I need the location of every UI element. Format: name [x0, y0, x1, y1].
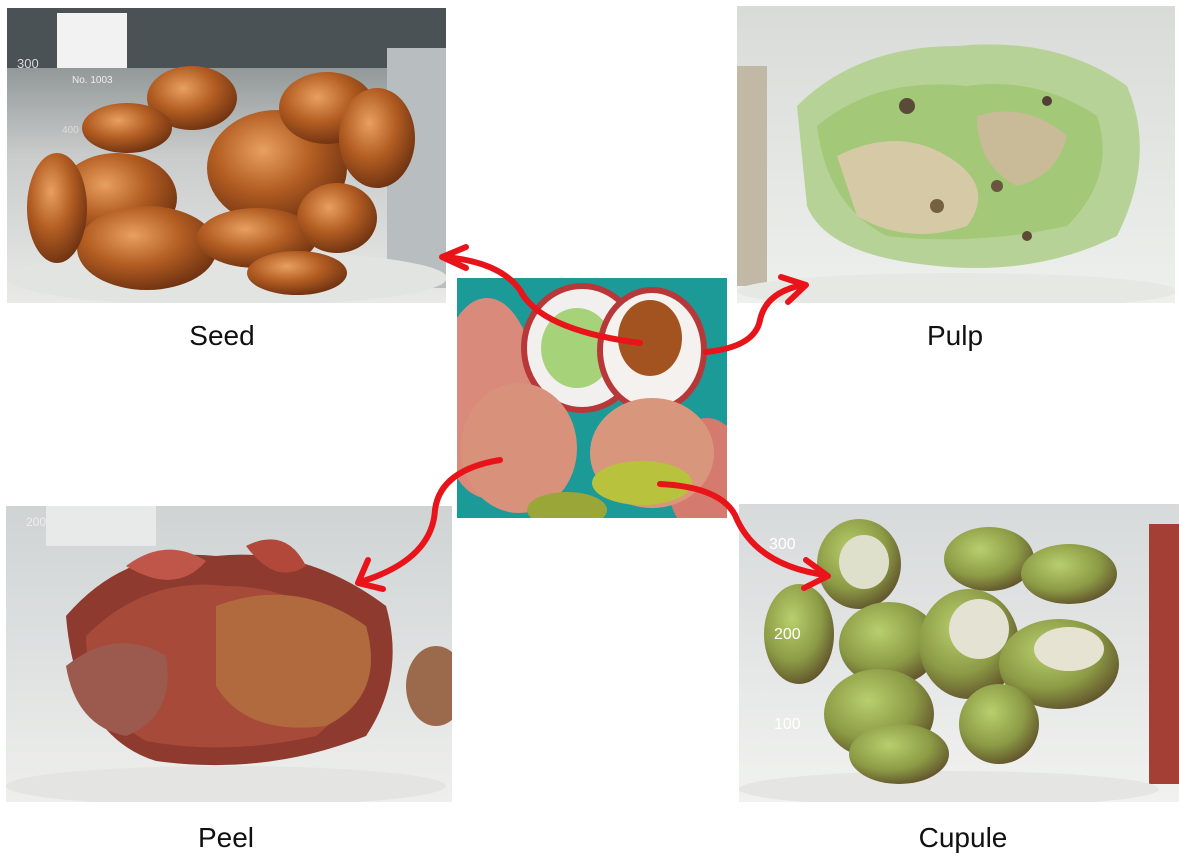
- whole-fruit-image: [457, 278, 727, 518]
- pulp-photo: [737, 6, 1175, 303]
- peel-beaker-mark-200: 200: [26, 515, 46, 529]
- peel-label: Peel: [116, 822, 336, 854]
- whole-fruit-photo: [457, 278, 727, 518]
- peel-beaker-image: 200: [6, 506, 452, 802]
- peel-photo: 200: [6, 506, 452, 802]
- seed-beaker-mark-number: No. 1003: [72, 75, 113, 86]
- seed-beaker-mark-300: 300: [17, 56, 39, 71]
- cupule-beaker-mark-300: 300: [769, 536, 796, 553]
- cupule-beaker-mark-100: 100: [774, 716, 801, 733]
- cupule-photo: 300 200 100: [739, 504, 1179, 802]
- pulp-label: Pulp: [845, 320, 1065, 352]
- pulp-beaker-image: [737, 6, 1175, 303]
- cupule-beaker-mark-200: 200: [774, 626, 801, 643]
- seed-beaker-mark-400: 400: [62, 125, 79, 136]
- seed-beaker-image: 300 No. 1003 400: [7, 8, 446, 303]
- seed-photo: 300 No. 1003 400: [7, 8, 446, 303]
- cupule-beaker-image: 300 200 100: [739, 504, 1179, 802]
- seed-label: Seed: [112, 320, 332, 352]
- cupule-label: Cupule: [853, 822, 1073, 854]
